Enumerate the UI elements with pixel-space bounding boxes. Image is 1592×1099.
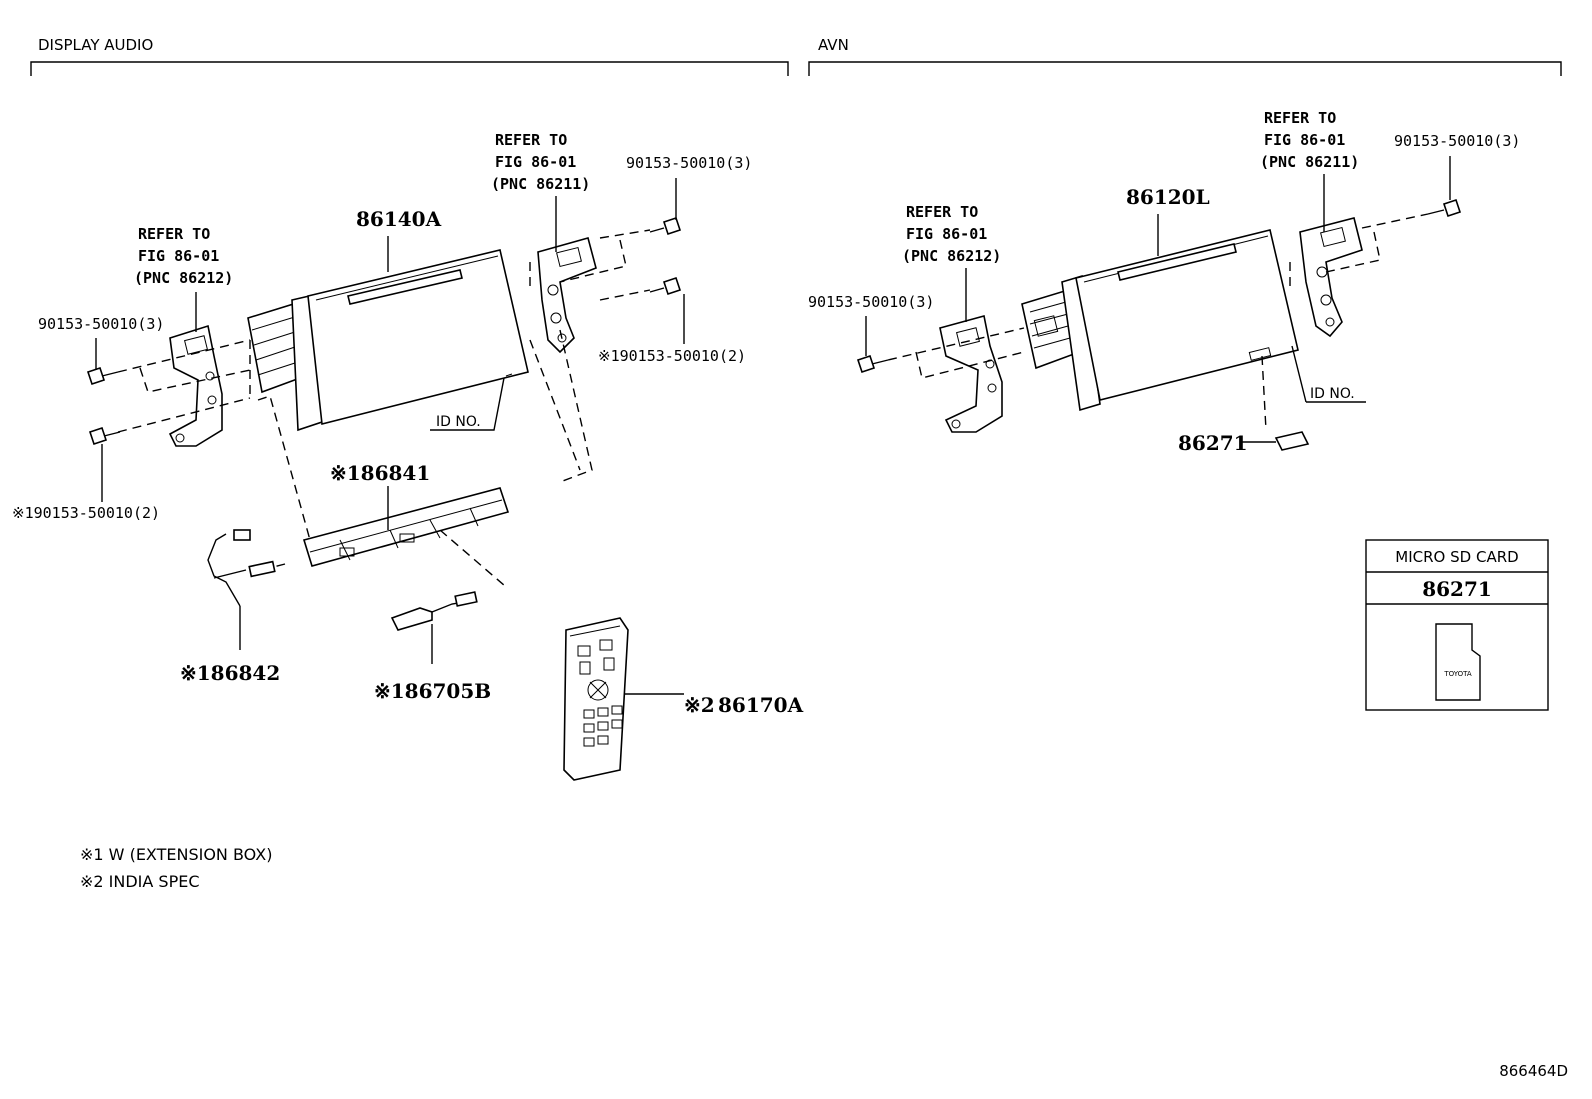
display-audio-head-unit xyxy=(247,249,529,432)
extension-box xyxy=(302,487,510,567)
figure-id: 866464D xyxy=(1499,1062,1568,1080)
toyota-logo: TOYOTA xyxy=(1443,670,1472,678)
sd-box-part-number: 86271 xyxy=(1422,577,1492,601)
avn-left-bracket xyxy=(939,315,1003,433)
part-number-label: 90153-50010(3) xyxy=(1394,132,1520,150)
bolt-icon xyxy=(1427,198,1462,218)
refer-label: FIG 86-01 xyxy=(906,225,987,243)
refer-label: (PNC 86211) xyxy=(1260,153,1359,171)
display-audio-left-bracket xyxy=(168,324,223,447)
footnote: ※2 INDIA SPEC xyxy=(80,872,200,891)
footnote: ※1 W (EXTENSION BOX) xyxy=(80,845,272,864)
bolt-icon xyxy=(649,276,682,296)
part-number-label: ※186841 xyxy=(330,461,430,485)
part-number-label: ※186705B xyxy=(374,679,491,703)
section-bracket-avn xyxy=(808,61,1562,76)
wire-harness-86842 xyxy=(207,529,276,650)
part-number-label: 90153-50010(3) xyxy=(808,293,934,311)
refer-label: REFER TO xyxy=(495,131,567,149)
avn-head-unit xyxy=(1021,229,1299,412)
refer-label: REFER TO xyxy=(906,203,978,221)
display-audio-right-bracket xyxy=(537,237,597,354)
section-bracket-display-audio xyxy=(30,61,789,76)
bolt-icon xyxy=(88,426,121,446)
refer-label: FIG 86-01 xyxy=(138,247,219,265)
wire-harness-86705b xyxy=(390,591,478,664)
refer-label: REFER TO xyxy=(1264,109,1336,127)
bolt-icon xyxy=(86,366,119,386)
section-title-display-audio: DISPLAY AUDIO xyxy=(38,36,153,54)
refer-label: (PNC 86212) xyxy=(902,247,1001,265)
part-number-label: ※2 xyxy=(684,693,715,717)
micro-sd-card-box: TOYOTA xyxy=(1365,539,1549,711)
id-no-label: ID NO. xyxy=(1310,386,1355,402)
refer-label: REFER TO xyxy=(138,225,210,243)
part-number-label: 86140A xyxy=(356,207,442,231)
remote-control xyxy=(563,617,684,781)
part-number-label: ※190153-50010(2) xyxy=(12,504,160,522)
refer-label: FIG 86-01 xyxy=(1264,131,1345,149)
bolt-icon xyxy=(649,216,682,236)
refer-label: (PNC 86212) xyxy=(134,269,233,287)
part-number-label: 90153-50010(3) xyxy=(626,154,752,172)
refer-label: FIG 86-01 xyxy=(495,153,576,171)
bolt-icon xyxy=(856,354,889,374)
section-title-avn: AVN xyxy=(818,36,849,54)
part-number-label: 86120L xyxy=(1126,185,1210,209)
part-number-label: ※186842 xyxy=(180,661,280,685)
part-number-label: 86271 xyxy=(1178,431,1248,455)
part-number-label: 86170A xyxy=(718,693,804,717)
part-number-label: 90153-50010(3) xyxy=(38,315,164,333)
avn-right-bracket xyxy=(1299,217,1363,338)
part-number-label: ※190153-50010(2) xyxy=(598,347,746,365)
sd-box-title: MICRO SD CARD xyxy=(1395,548,1518,566)
refer-label: (PNC 86211) xyxy=(491,175,590,193)
id-no-label: ID NO. xyxy=(436,414,481,430)
micro-sd-card-icon xyxy=(1274,431,1310,451)
